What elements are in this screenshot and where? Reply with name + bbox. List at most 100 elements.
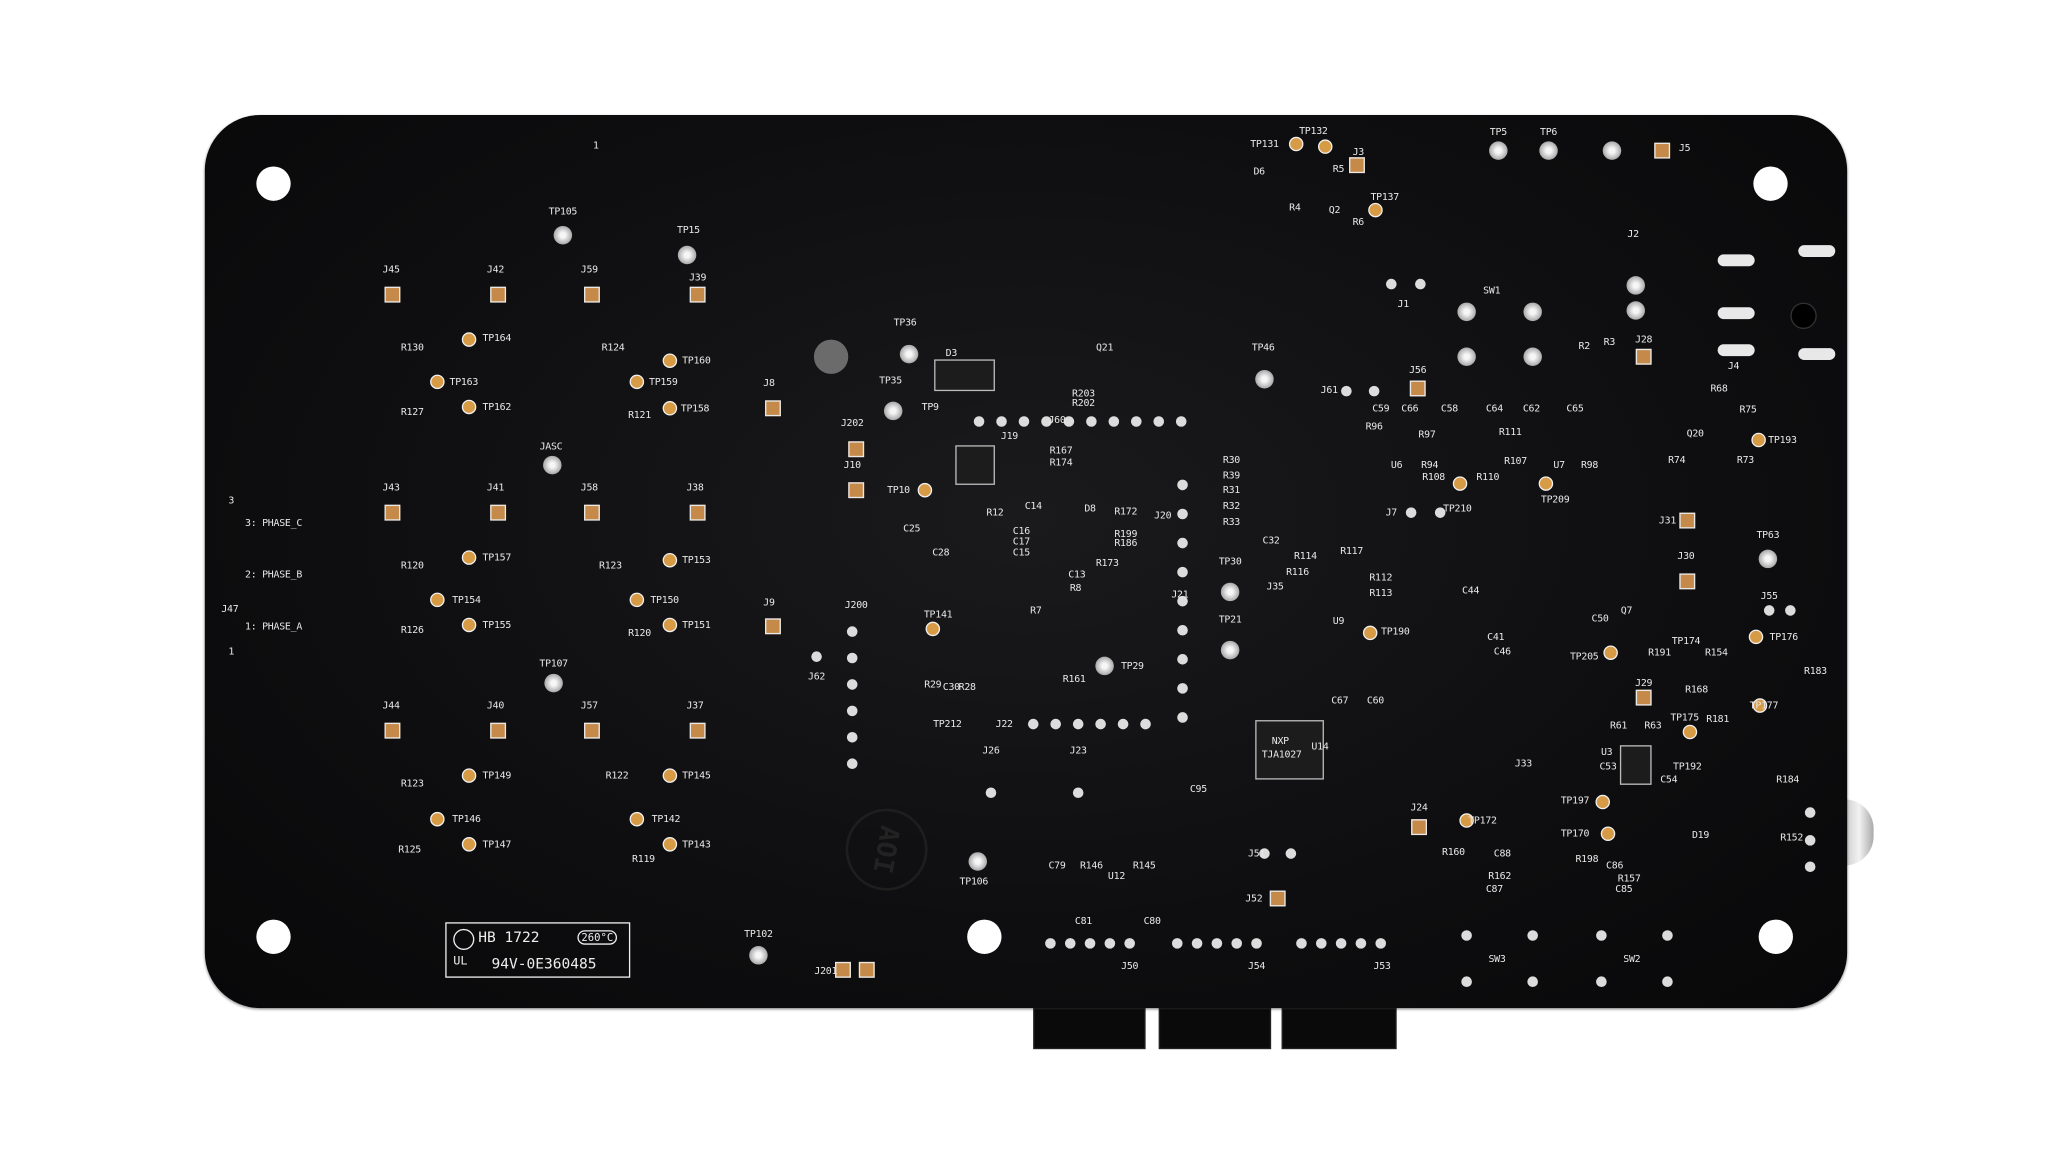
silkscreen-label: R125 — [398, 843, 422, 856]
silkscreen-label: R146 — [1079, 859, 1103, 872]
ul-rating: HB 1722 — [478, 928, 540, 947]
silkscreen-label: R173 — [1095, 556, 1119, 569]
test-point — [1752, 698, 1768, 713]
silkscreen-label: TP172 — [1468, 814, 1497, 827]
silkscreen-label: C50 — [1591, 612, 1609, 624]
silkscreen-label: J23 — [1069, 744, 1087, 757]
test-point — [917, 482, 933, 498]
ul-temp: 260°C — [577, 930, 618, 945]
silkscreen-label: J35 — [1266, 580, 1284, 593]
silver-test-point — [1095, 656, 1114, 676]
silkscreen-label: U9 — [1332, 614, 1345, 627]
silkscreen-label: C30 — [942, 680, 960, 693]
silkscreen-label: C79 — [1048, 859, 1066, 872]
silkscreen-label: TP36 — [893, 316, 917, 329]
header-pin — [1072, 718, 1084, 730]
mounting-hole — [1758, 919, 1793, 954]
silkscreen-label: J3 — [1352, 145, 1365, 158]
header-pin — [846, 731, 858, 743]
nxp-chip-u14 — [1255, 720, 1324, 780]
silver-test-point — [677, 245, 697, 265]
test-point — [461, 617, 477, 633]
header-pin — [1041, 416, 1052, 427]
silkscreen-label: C15 — [1012, 546, 1030, 558]
silkscreen-label: SW1 — [1483, 284, 1501, 297]
header-pin — [1355, 938, 1367, 949]
header-pin — [1804, 835, 1816, 846]
header-pin — [1296, 938, 1307, 949]
silver-test-point — [1457, 302, 1476, 322]
copper-pad — [848, 441, 865, 458]
silkscreen-label: C14 — [1024, 499, 1042, 512]
silkscreen-label: R160 — [1442, 845, 1465, 858]
silkscreen-label: TP15 — [676, 223, 700, 236]
silkscreen-label: TP170 — [1560, 827, 1590, 840]
silkscreen-label: TP141 — [923, 608, 953, 621]
header-pin — [1027, 718, 1039, 730]
test-point — [461, 332, 477, 347]
header-pin — [1527, 930, 1538, 941]
silkscreen-label: R61 — [1610, 719, 1628, 732]
header-pin — [1064, 938, 1076, 949]
silkscreen-label: R174 — [1049, 456, 1073, 469]
silkscreen-label: C60 — [1366, 694, 1385, 706]
header-pin — [1131, 416, 1142, 427]
header-pin — [1175, 416, 1187, 427]
header-pin — [1763, 605, 1775, 616]
silver-test-point — [1457, 347, 1476, 366]
silkscreen-label: R98 — [1580, 458, 1599, 471]
mounting-hole — [967, 919, 1002, 954]
silkscreen-label: J202 — [840, 416, 864, 429]
test-point — [461, 768, 477, 783]
copper-pad — [765, 400, 781, 417]
header-pin — [1177, 654, 1188, 665]
header-pin — [1177, 683, 1188, 694]
header-pin — [1434, 507, 1446, 518]
silkscreen-label: R181 — [1706, 712, 1730, 725]
silkscreen-label: C41 — [1487, 630, 1505, 643]
silkscreen-label: J201 — [814, 964, 838, 977]
silkscreen-label: J1 — [1397, 297, 1410, 310]
header-pin — [1461, 976, 1472, 988]
silkscreen-label: R96 — [1365, 420, 1383, 433]
header-pin — [1251, 938, 1262, 949]
silkscreen-label: 2: PHASE_B — [244, 568, 303, 581]
silkscreen-label: C80 — [1143, 914, 1161, 927]
silkscreen-label: Q21 — [1096, 341, 1114, 354]
silkscreen-label: R39 — [1222, 469, 1240, 482]
silkscreen-label: TP132 — [1299, 124, 1328, 137]
silkscreen-label: J50 — [1121, 959, 1139, 972]
copper-pad — [584, 504, 600, 521]
silkscreen-label: R186 — [1114, 536, 1138, 549]
header-pin — [1368, 385, 1380, 397]
test-point — [1751, 432, 1766, 448]
header-pin — [1050, 718, 1061, 730]
test-point — [662, 617, 678, 633]
silkscreen-label: R168 — [1685, 683, 1708, 696]
header-pin — [1527, 976, 1538, 988]
silkscreen-label: R184 — [1776, 773, 1800, 786]
silkscreen-label: J21 — [1171, 588, 1189, 601]
silkscreen-label: R3 — [1603, 335, 1616, 348]
silkscreen-label: J42 — [486, 263, 505, 276]
copper-pad — [384, 286, 401, 303]
silver-test-point — [1489, 141, 1508, 160]
header-pin — [846, 626, 858, 637]
silkscreen-label: J26 — [982, 744, 1000, 757]
silkscreen-label: R120 — [400, 559, 424, 572]
silkscreen-label: TP102 — [744, 927, 773, 940]
silkscreen-label: J31 — [1658, 514, 1677, 527]
header-pin — [1177, 479, 1188, 491]
silkscreen-label: R154 — [1704, 646, 1728, 659]
silkscreen-label: J43 — [382, 481, 400, 494]
silver-test-point — [1220, 640, 1240, 660]
silkscreen-label: TP197 — [1560, 794, 1590, 807]
header-pin — [1415, 278, 1426, 290]
silkscreen-label: J33 — [1514, 757, 1533, 770]
silkscreen-label: TP212 — [933, 717, 962, 730]
silkscreen-label: U6 — [1390, 458, 1403, 471]
silkscreen-label: J39 — [689, 271, 707, 284]
silkscreen-label: R73 — [1736, 453, 1754, 466]
silkscreen-label: C32 — [1262, 534, 1280, 547]
header-pin — [846, 679, 858, 690]
